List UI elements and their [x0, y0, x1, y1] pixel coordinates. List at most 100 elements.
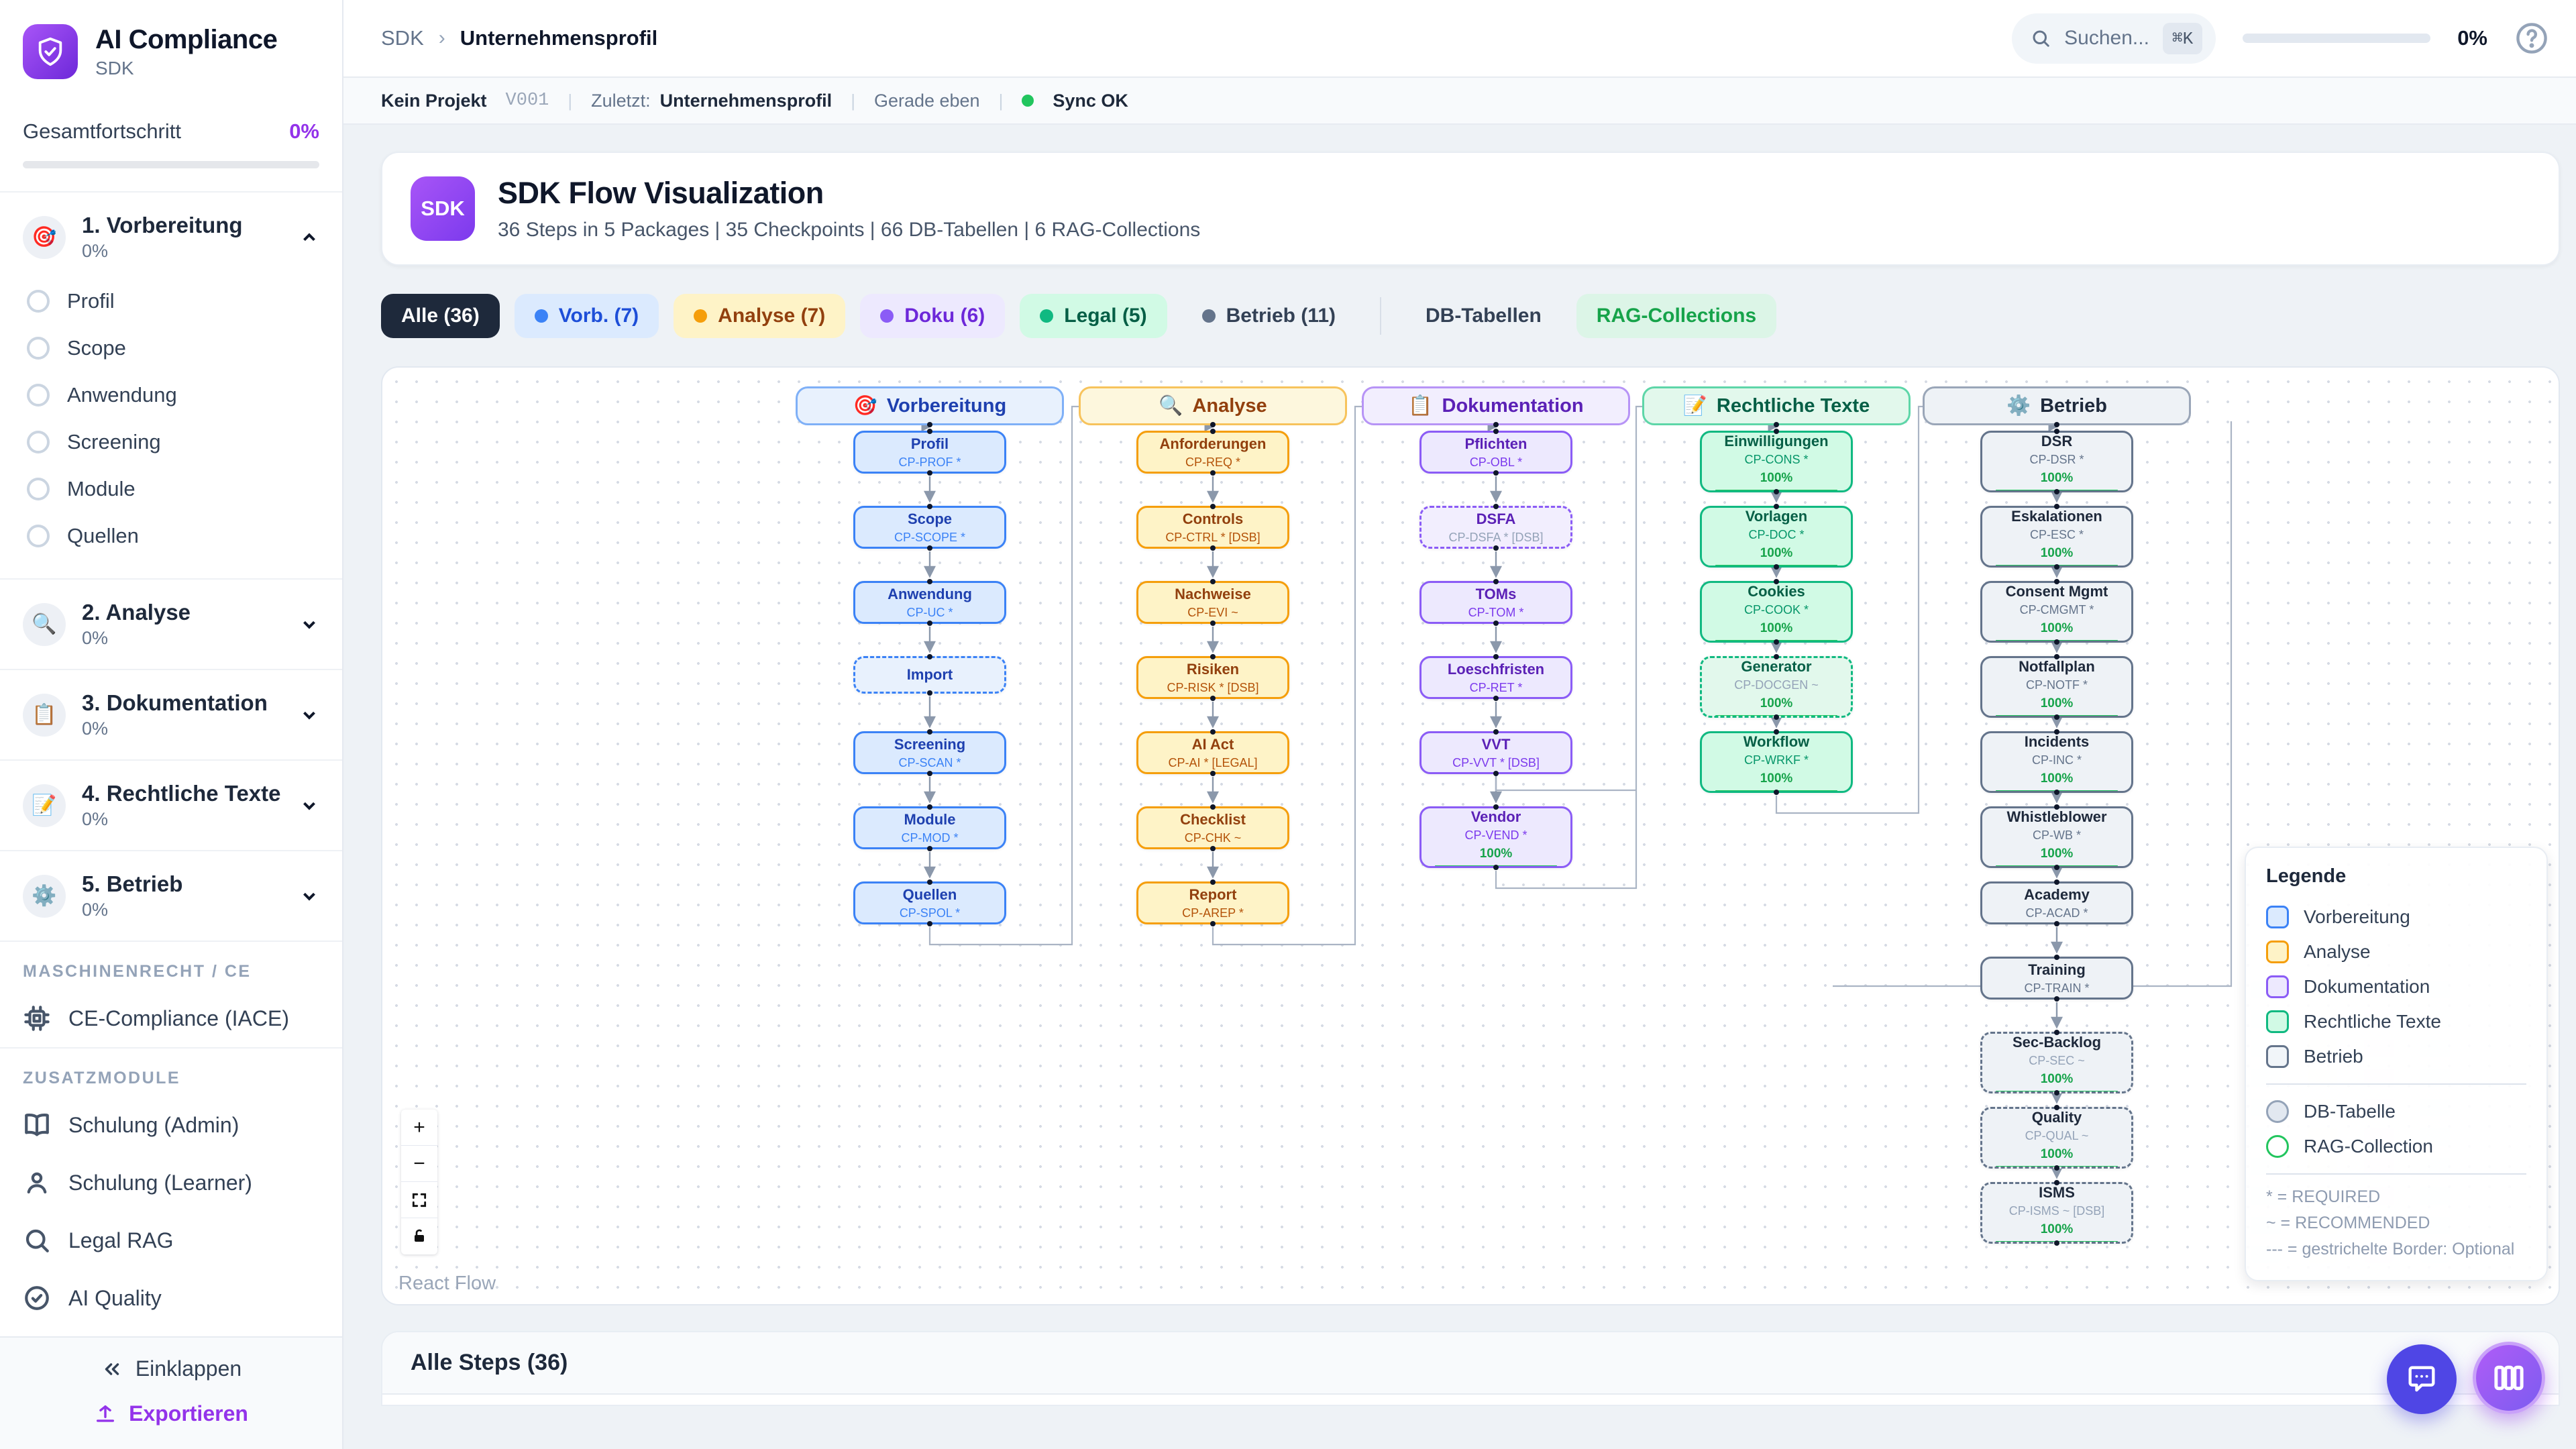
- sidebar-step-anwendung[interactable]: Anwendung: [0, 372, 342, 419]
- filter-chip-vorb-7-[interactable]: Vorb. (7): [514, 294, 659, 338]
- filter-chip-doku-6-[interactable]: Doku (6): [860, 294, 1006, 338]
- sidebar-step-module[interactable]: Module: [0, 466, 342, 513]
- node-code: CP-DSFA * [DSB]: [1448, 530, 1544, 544]
- sidebar-step-quellen[interactable]: Quellen: [0, 513, 342, 559]
- node-progress-value: 100%: [2040, 546, 2074, 560]
- node-title: DSR: [2041, 433, 2073, 449]
- sidebar-item-ce-compliance[interactable]: CE-Compliance (IACE): [0, 989, 342, 1047]
- filter-chip-db-tabellen[interactable]: DB-Tabellen: [1405, 294, 1562, 338]
- package-header-analyse[interactable]: 🔍Analyse: [1079, 386, 1347, 425]
- zoom-in-button[interactable]: +: [401, 1110, 437, 1146]
- export-label: Exportieren: [129, 1401, 248, 1426]
- sidebar-step-screening[interactable]: Screening: [0, 419, 342, 466]
- filter-chip-legal-5-[interactable]: Legal (5): [1020, 294, 1167, 338]
- filter-chip-analyse-7-[interactable]: Analyse (7): [674, 294, 846, 338]
- node-progress-bar: [1995, 715, 2118, 716]
- node-code: CP-TOM *: [1468, 605, 1524, 619]
- search-input[interactable]: Suchen... ⌘K: [2012, 13, 2216, 64]
- package-header-vorbereitung[interactable]: 🎯Vorbereitung: [796, 386, 1064, 425]
- sidebar-item-schulung-admin-[interactable]: Schulung (Admin): [0, 1096, 342, 1154]
- section-percent: 0%: [82, 900, 109, 920]
- sidebar-item-ai-quality[interactable]: AI Quality: [0, 1269, 342, 1327]
- legend-divider: [2266, 1173, 2526, 1175]
- node-progress-bar: [1715, 715, 1838, 716]
- sidebar-step-scope[interactable]: Scope: [0, 325, 342, 372]
- breadcrumb-root[interactable]: SDK: [381, 26, 424, 50]
- package-header-dokumentation[interactable]: 📋Dokumentation: [1362, 386, 1630, 425]
- package-header-rechtliche-texte[interactable]: 📝Rechtliche Texte: [1642, 386, 1911, 425]
- node-title: Anwendung: [888, 585, 972, 602]
- chat-fab-button[interactable]: [2387, 1344, 2457, 1414]
- legend-label: Rechtliche Texte: [2304, 1011, 2441, 1032]
- top-bar: SDK › Unternehmensprofil Suchen... ⌘K 0%: [343, 0, 2576, 78]
- help-icon[interactable]: [2514, 21, 2549, 56]
- sidebar-step-profil[interactable]: Profil: [0, 278, 342, 325]
- sidebar-item-schulung-learner-[interactable]: Schulung (Learner): [0, 1154, 342, 1212]
- filter-chip-betrieb-11-[interactable]: Betrieb (11): [1181, 294, 1356, 338]
- package-emoji-icon: 🎯: [23, 215, 66, 259]
- app-title: AI Compliance: [95, 24, 278, 54]
- node-code: CP-EVI ~: [1187, 605, 1238, 619]
- package-emoji-icon: 🔍: [23, 602, 66, 646]
- collapse-sidebar-button[interactable]: Einklappen: [101, 1356, 241, 1381]
- zoom-out-button[interactable]: −: [401, 1146, 437, 1182]
- filter-chip-rag-collections[interactable]: RAG-Collections: [1576, 294, 1777, 338]
- export-button[interactable]: Exportieren: [94, 1401, 248, 1426]
- board-view-fab-button[interactable]: [2473, 1342, 2545, 1414]
- sidebar-item-legal-rag[interactable]: Legal RAG: [0, 1212, 342, 1269]
- lock-button[interactable]: [401, 1218, 437, 1254]
- chip-dot: [880, 309, 894, 323]
- flow-node-import[interactable]: Import: [853, 656, 1006, 694]
- reactflow-attribution[interactable]: React Flow: [398, 1273, 496, 1294]
- fit-view-button[interactable]: [401, 1182, 437, 1218]
- chip-label: Doku (6): [904, 305, 985, 327]
- package-header-betrieb[interactable]: ⚙️Betrieb: [1923, 386, 2191, 425]
- chip-label: Legal (5): [1064, 305, 1147, 327]
- filter-chip-alle-36-[interactable]: Alle (36): [381, 294, 500, 338]
